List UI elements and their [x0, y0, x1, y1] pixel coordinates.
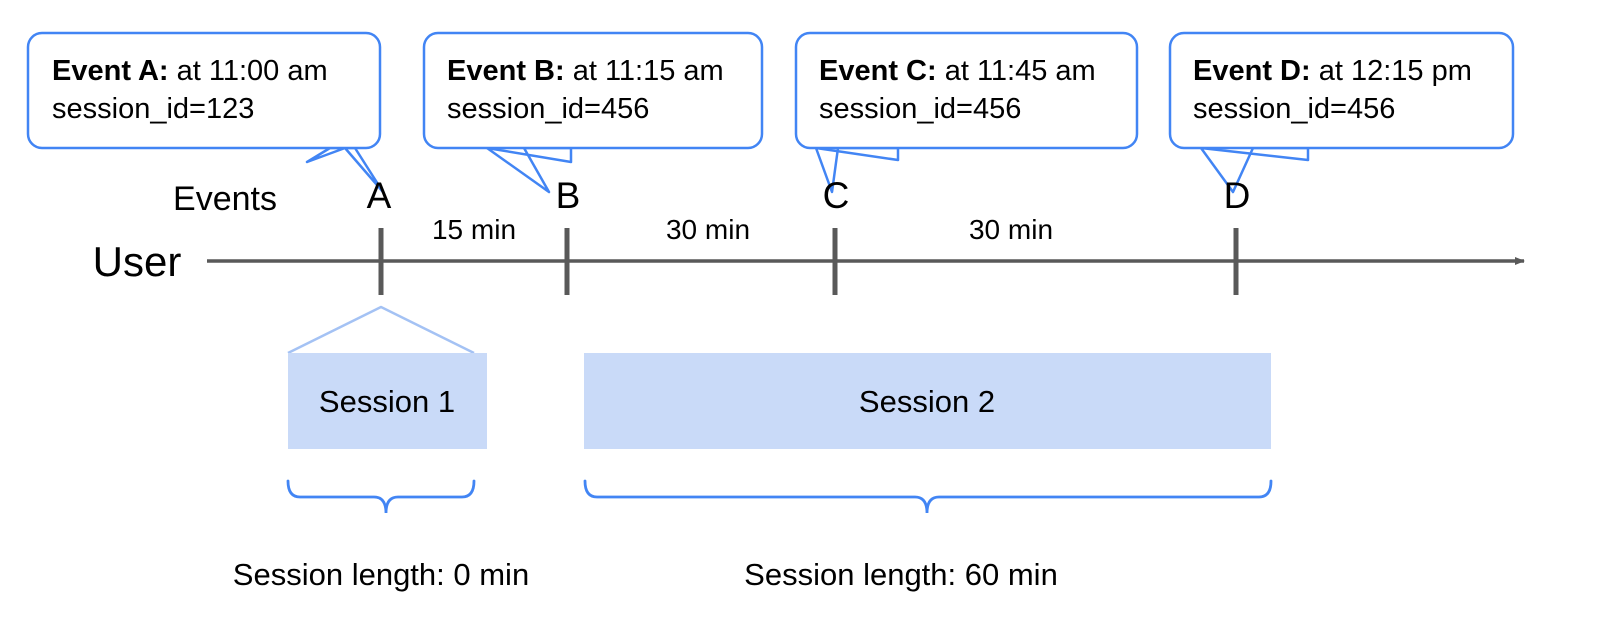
session-bar-2 [584, 353, 1271, 449]
callout-session-b: session_id=456 [447, 93, 649, 125]
callout-line1-a: Event A: at 11:00 am [52, 55, 328, 87]
session-label-2: Session 2 [859, 384, 995, 419]
callout-time-c: at 11:45 am [937, 55, 1096, 87]
callout-tail-a [305, 146, 385, 194]
callout-event-a[interactable]: Event A: at 11:00 am session_id=123 [26, 31, 385, 194]
callout-tail-d [1199, 146, 1310, 194]
session-bar-1 [288, 353, 487, 449]
callout-lead-c: Event C: [819, 55, 937, 87]
callout-lead-d: Event D: [1193, 55, 1311, 87]
session-1-brace [286, 479, 476, 514]
session-label-1: Session 1 [319, 384, 455, 419]
callout-line1-c: Event C: at 11:45 am [819, 55, 1096, 87]
callout-lead-b: Event B: [447, 55, 565, 87]
event-letter-a: A [367, 175, 392, 216]
row-label-events: Events [173, 180, 277, 218]
session-2-length-label: Session length: 60 min [744, 557, 1058, 592]
callout-time-d: at 12:15 pm [1311, 55, 1472, 87]
callout-line1-b: Event B: at 11:15 am [447, 55, 724, 87]
callout-session-d: session_id=456 [1193, 93, 1395, 125]
session-1-tent-connector [287, 305, 475, 355]
callout-line1-d: Event D: at 12:15 pm [1193, 55, 1472, 87]
callout-session-c: session_id=456 [819, 93, 1021, 125]
callout-event-c[interactable]: Event C: at 11:45 am session_id=456 [794, 31, 1139, 194]
interval-label-c-d: 30 min [969, 214, 1053, 245]
callout-box-a [26, 31, 382, 150]
session-bar-1-group[interactable]: Session 1 [288, 353, 487, 449]
callout-time-a: at 11:00 am [169, 55, 328, 87]
callout-box-c [794, 31, 1139, 150]
session-1-length-label: Session length: 0 min [233, 557, 529, 592]
callout-event-d[interactable]: Event D: at 12:15 pm session_id=456 [1168, 31, 1515, 194]
event-letter-d: D [1224, 175, 1251, 216]
callout-box-b [422, 31, 764, 150]
interval-label-a-b: 15 min [432, 214, 516, 245]
session-2-brace [583, 479, 1273, 514]
callout-box-d [1168, 31, 1515, 150]
callout-time-b: at 11:15 am [565, 55, 724, 87]
interval-label-b-c: 30 min [666, 214, 750, 245]
callout-session-a: session_id=123 [52, 93, 254, 125]
session-bar-2-group[interactable]: Session 2 [584, 353, 1271, 449]
event-letter-c: C [823, 175, 850, 216]
callout-event-b[interactable]: Event B: at 11:15 am session_id=456 [422, 31, 764, 194]
event-letter-b: B [556, 175, 581, 216]
callout-lead-a: Event A: [52, 55, 169, 87]
row-label-user: User [93, 238, 182, 285]
